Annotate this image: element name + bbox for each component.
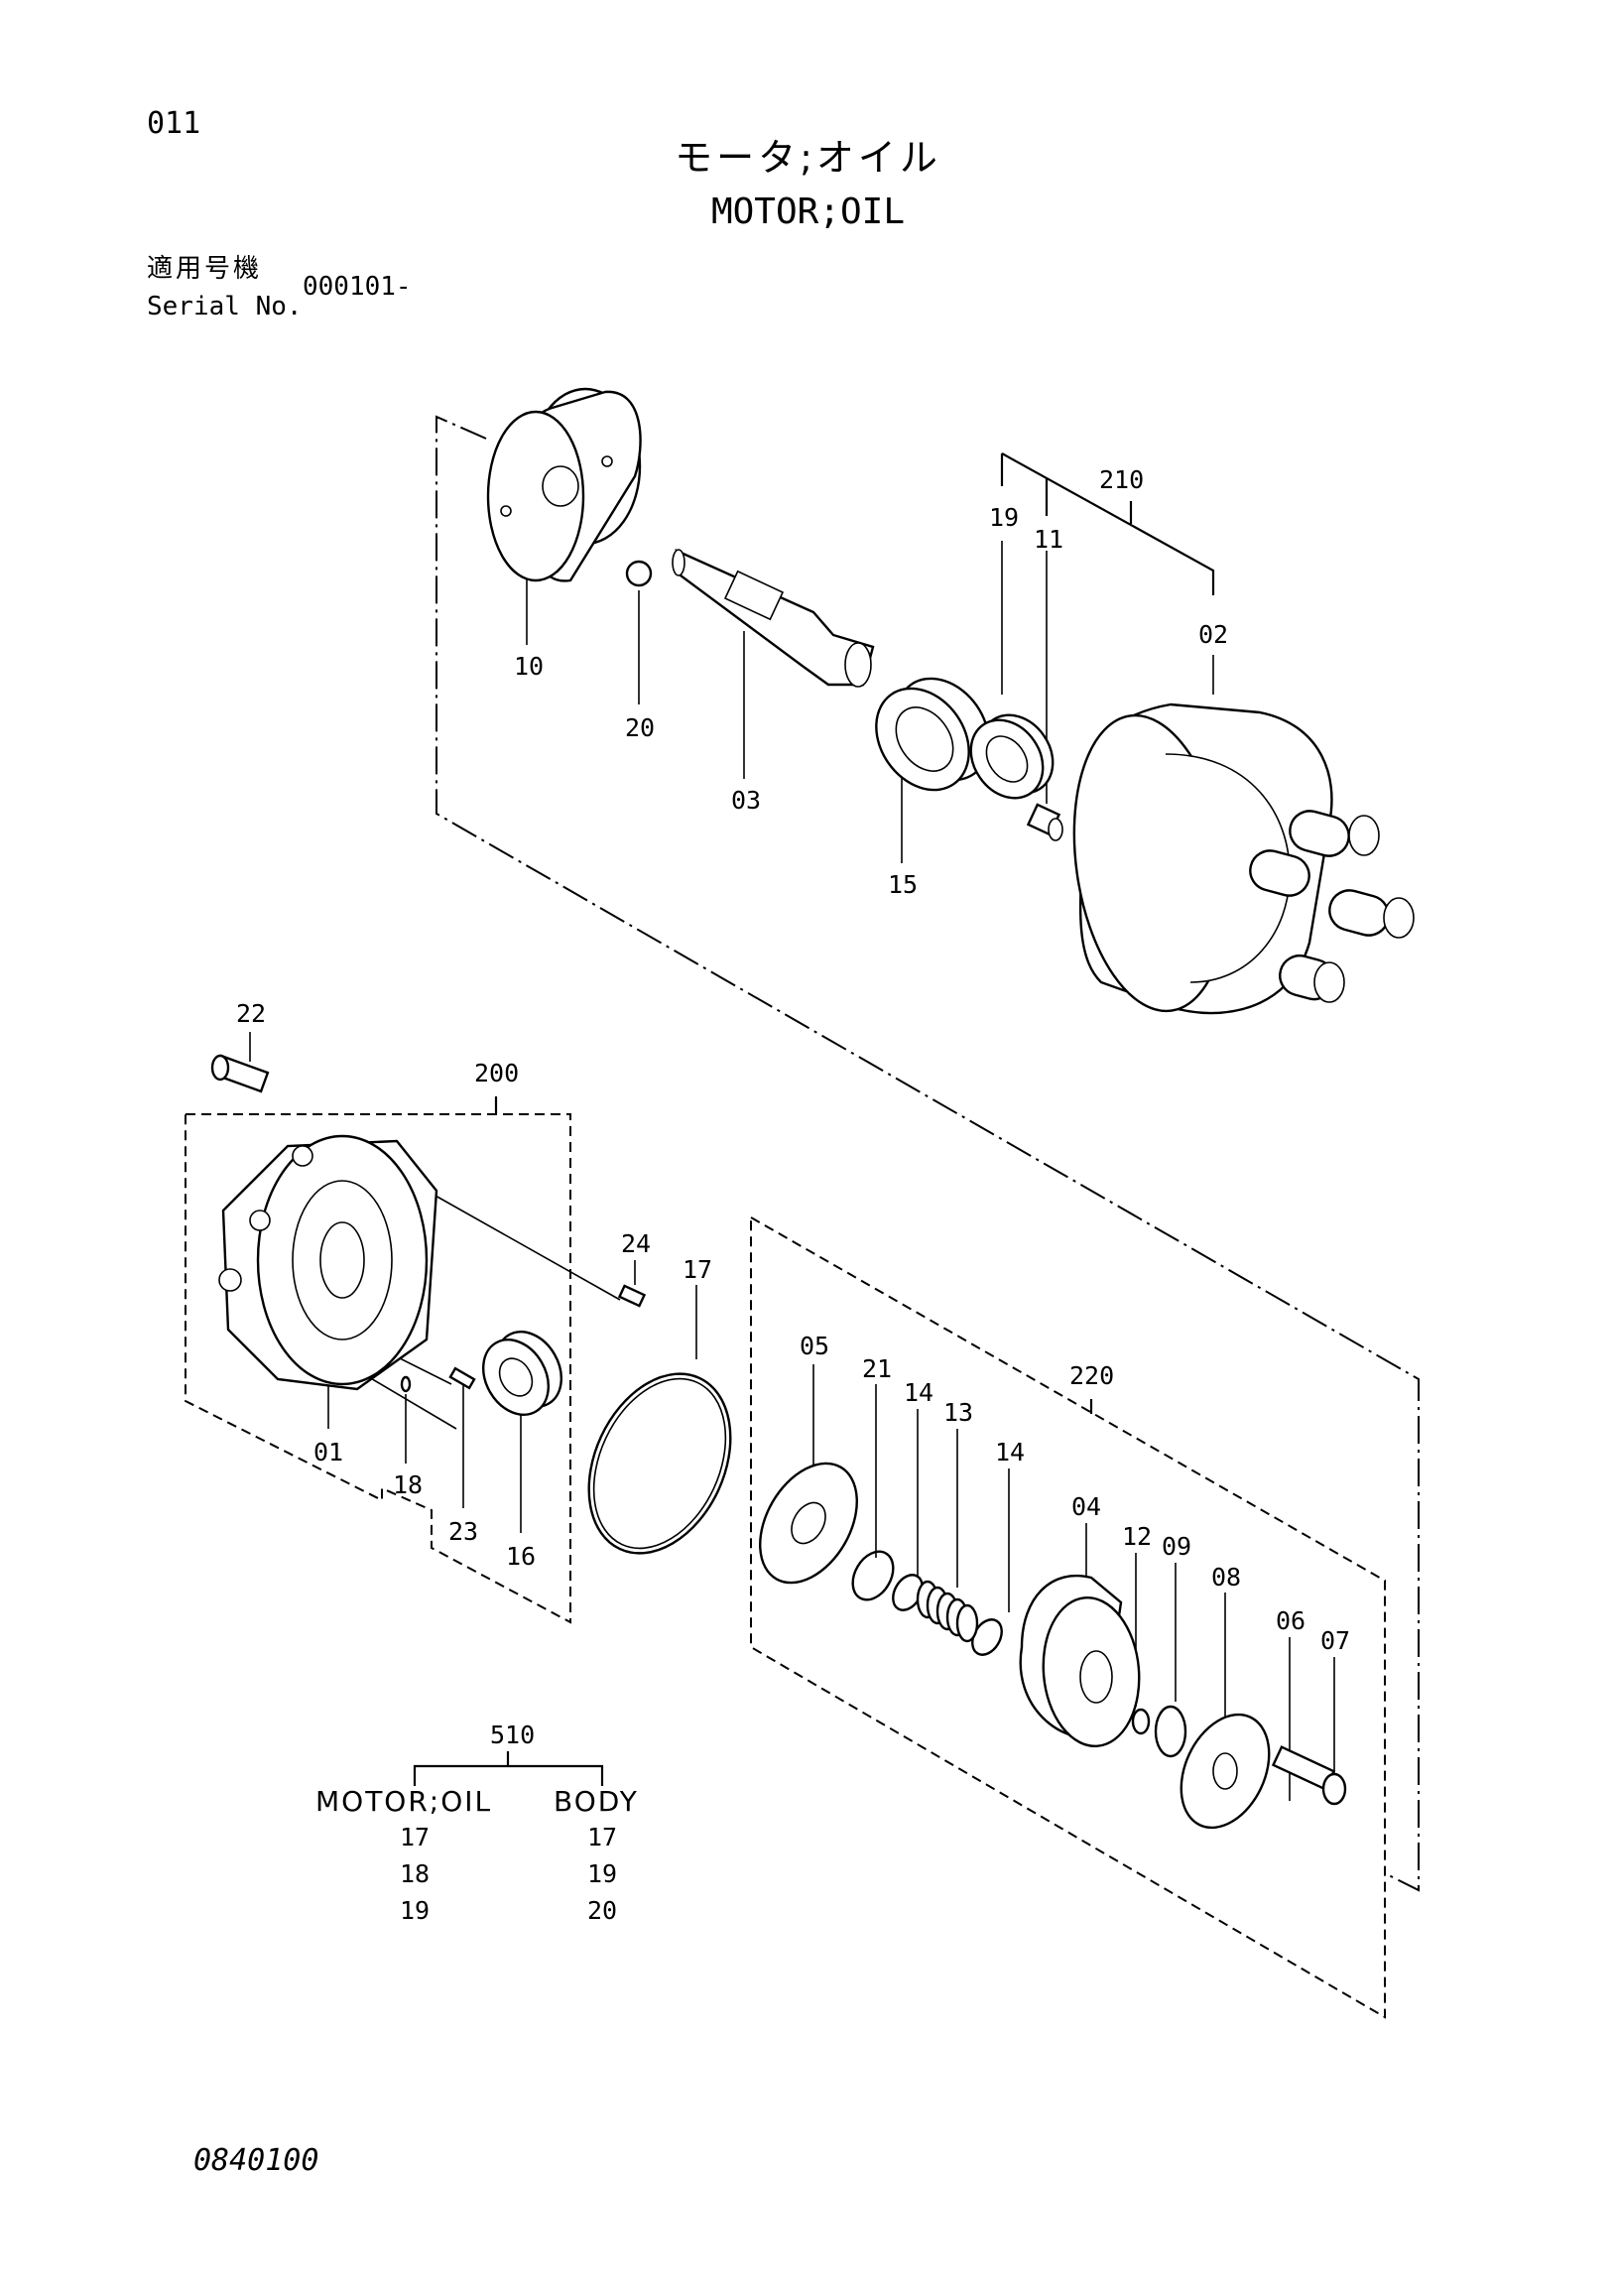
label-part-210: 210 — [1099, 465, 1144, 494]
part-22-shape — [210, 1054, 270, 1093]
kit-cell-body-2: 19 — [587, 1859, 617, 1888]
label-part-07: 07 — [1320, 1626, 1350, 1655]
kit-cell-motor-oil-3: 19 — [400, 1896, 430, 1925]
part-03-shape — [672, 548, 875, 688]
serial-label-japanese: 適用号機 — [147, 254, 263, 284]
part-16-shape — [482, 1331, 562, 1416]
label-part-22: 22 — [236, 999, 266, 1028]
kit-number: 510 — [490, 1721, 535, 1749]
part-05-shape — [759, 1462, 858, 1585]
label-part-05: 05 — [800, 1332, 829, 1360]
label-part-15: 15 — [888, 870, 918, 899]
kit-cell-body-3: 20 — [587, 1896, 617, 1925]
label-part-08: 08 — [1211, 1563, 1241, 1592]
part-18-shape — [400, 1375, 412, 1393]
label-part-14-b: 14 — [995, 1438, 1025, 1467]
part-23-shape — [448, 1366, 476, 1390]
label-part-23: 23 — [448, 1517, 478, 1546]
part-19-shape — [969, 713, 1055, 800]
kit-table: 510 MOTOR;OIL BODY 17 17 18 19 19 20 — [315, 1721, 639, 1925]
label-part-03: 03 — [731, 786, 761, 815]
serial-label-english: Serial No. — [147, 292, 303, 321]
part-labels: 10 20 03 15 19 11 210 02 22 200 24 17 01… — [236, 465, 1350, 1655]
part-15-shape — [875, 677, 990, 792]
part-17-shape — [587, 1372, 732, 1555]
part-04-shape — [1019, 1575, 1141, 1748]
part-01-shape — [218, 1134, 438, 1391]
part-24-shape — [617, 1284, 647, 1308]
part-08-shape — [1180, 1713, 1271, 1830]
label-part-24: 24 — [621, 1229, 651, 1258]
part-10-shape — [486, 387, 642, 582]
label-part-16: 16 — [506, 1542, 536, 1571]
label-part-12: 12 — [1122, 1522, 1152, 1551]
label-part-20: 20 — [625, 713, 655, 742]
label-part-14-a: 14 — [904, 1378, 933, 1407]
part-02-shape — [1072, 702, 1415, 1015]
kit-column-body: BODY — [554, 1785, 639, 1818]
serial-number-value: 000101- — [303, 272, 412, 302]
label-part-200: 200 — [474, 1059, 519, 1087]
label-part-13: 13 — [943, 1398, 973, 1427]
part-11-shape — [1026, 803, 1063, 841]
kit-table-bracket — [413, 1751, 604, 1786]
label-part-11: 11 — [1034, 525, 1063, 554]
part-12-shape — [1131, 1708, 1151, 1735]
label-part-19: 19 — [989, 503, 1019, 532]
assembly-guide-lines — [185, 415, 1420, 2019]
kit-cell-body-1: 17 — [587, 1823, 617, 1851]
part-13-shape — [916, 1580, 979, 1643]
page-title-english: MOTOR;OIL — [710, 191, 906, 232]
label-part-09: 09 — [1162, 1532, 1191, 1561]
part-21-shape — [851, 1550, 895, 1601]
kit-cell-motor-oil-2: 18 — [400, 1859, 430, 1888]
kit-column-motor-oil: MOTOR;OIL — [315, 1785, 492, 1818]
part-20-shape — [625, 560, 653, 587]
label-part-18: 18 — [393, 1470, 423, 1499]
label-part-06: 06 — [1276, 1606, 1305, 1635]
document-code: 0840100 — [193, 2143, 319, 2178]
label-part-17: 17 — [683, 1255, 712, 1284]
page-number: 011 — [147, 106, 201, 141]
label-part-21: 21 — [862, 1354, 892, 1383]
label-part-01: 01 — [313, 1438, 343, 1467]
label-part-04: 04 — [1071, 1492, 1101, 1521]
part-07-shape — [1321, 1772, 1347, 1806]
label-part-02: 02 — [1198, 620, 1228, 649]
label-part-220: 220 — [1069, 1361, 1114, 1390]
part-09-shape — [1154, 1705, 1187, 1758]
page-title-japanese: モータ;オイル — [675, 136, 941, 180]
kit-cell-motor-oil-1: 17 — [400, 1823, 430, 1851]
label-part-10: 10 — [514, 652, 544, 681]
